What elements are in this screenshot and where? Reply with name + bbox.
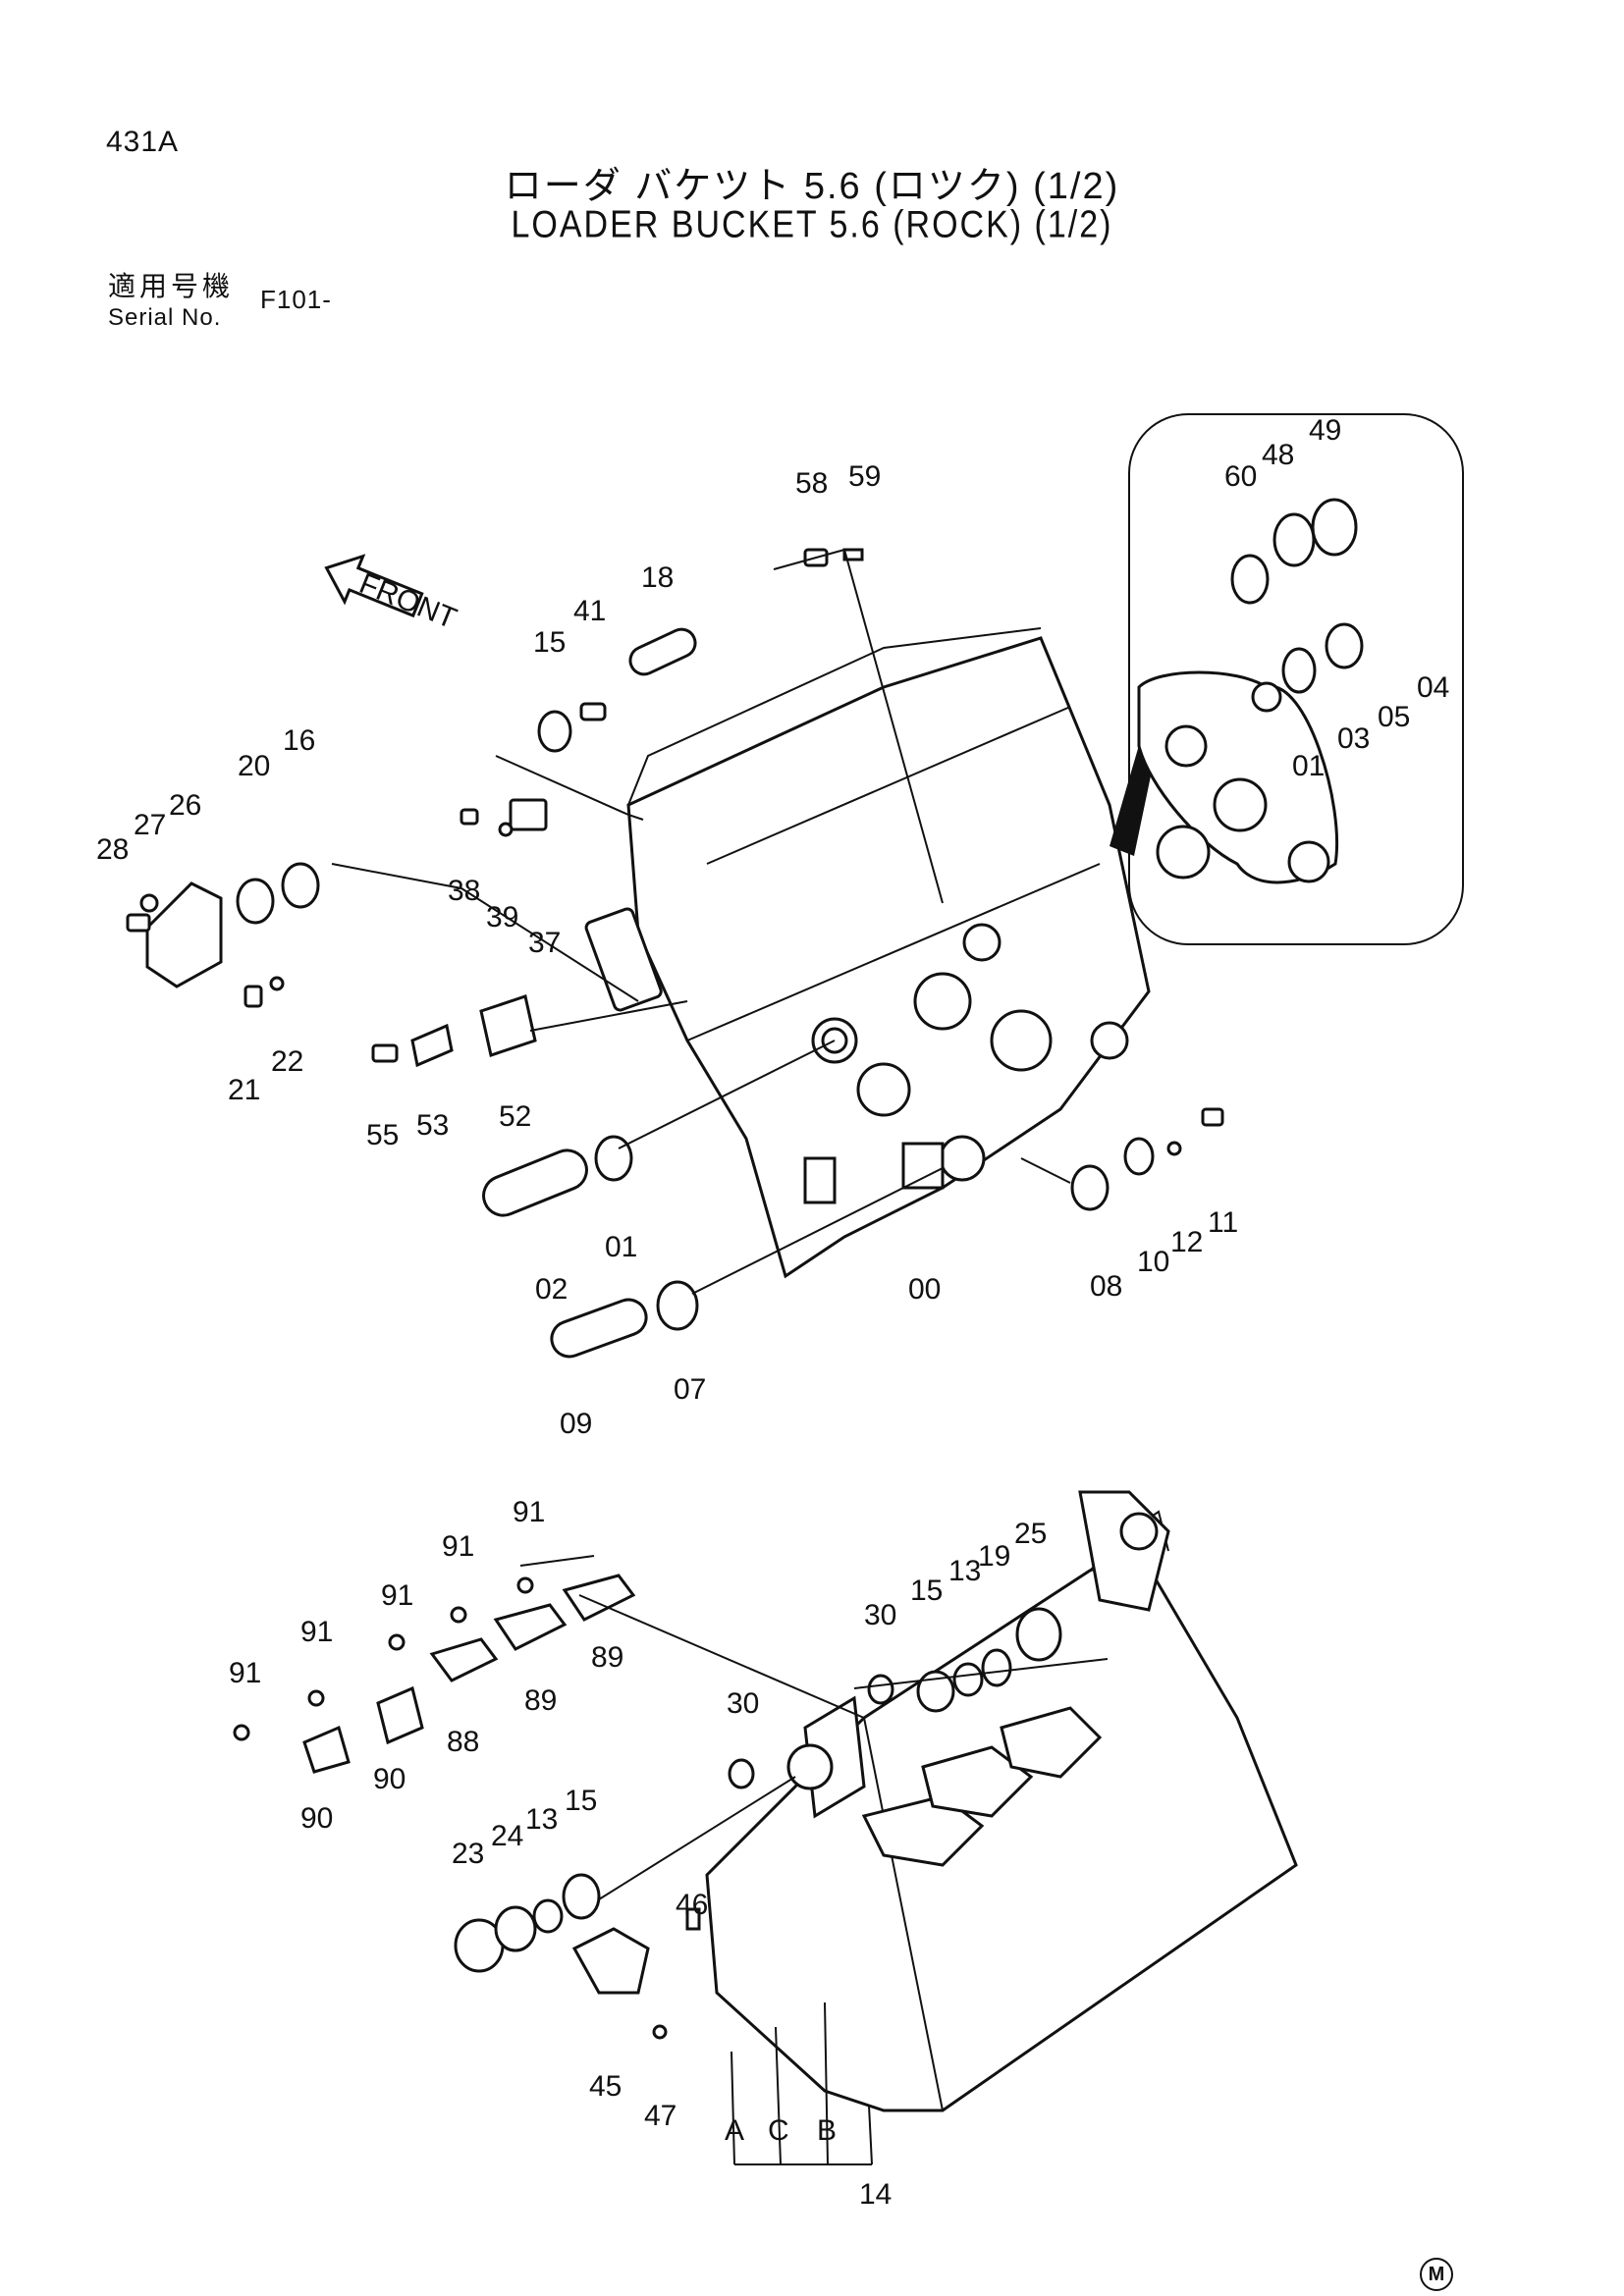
callout-label: 21 <box>228 1074 260 1106</box>
callout-label: 91 <box>513 1496 545 1528</box>
leader-lines <box>331 548 1109 2165</box>
callout-label: 91 <box>300 1616 333 1648</box>
callout-label: 26 <box>169 789 201 822</box>
bucket-frame-assembly <box>584 627 1151 1279</box>
callout-label: 28 <box>96 833 129 866</box>
callout-label: 19 <box>978 1540 1010 1573</box>
serial-label-english: Serial No. <box>108 304 222 331</box>
callout-label: 22 <box>271 1045 303 1078</box>
title-english: LOADER BUCKET 5.6 (ROCK) (1/2) <box>511 203 1113 246</box>
callout-label: B <box>817 2114 837 2147</box>
callout-label: 15 <box>910 1575 943 1607</box>
callout-label: 89 <box>524 1684 557 1717</box>
callout-label: 08 <box>1090 1270 1122 1303</box>
callout-label: 58 <box>795 467 828 500</box>
callout-label: 60 <box>1224 460 1257 493</box>
callout-label: 09 <box>560 1408 592 1440</box>
callout-label: 01 <box>605 1231 637 1263</box>
front-arrow-icon: FRONT <box>324 554 461 635</box>
callout-label: 11 <box>1208 1206 1238 1239</box>
callout-label: 39 <box>486 901 518 934</box>
serial-value: F101- <box>260 285 332 314</box>
callouts-lower: 91 91 91 91 91 89 89 88 90 90 30 30 15 1… <box>229 1496 1047 2211</box>
callout-label: 47 <box>644 2100 677 2132</box>
callout-label: A <box>725 2114 744 2147</box>
callout-label: 15 <box>533 626 566 659</box>
callout-label: 48 <box>1262 439 1294 471</box>
callout-label: 07 <box>674 1373 706 1406</box>
callout-label: 55 <box>366 1119 399 1151</box>
callout-label: 90 <box>373 1763 406 1795</box>
callout-label: 25 <box>1014 1518 1047 1550</box>
callout-label: 90 <box>300 1802 333 1835</box>
callout-label: 04 <box>1417 671 1449 704</box>
callout-label: 52 <box>499 1100 531 1133</box>
detail-inset-plate <box>1137 498 1364 884</box>
callout-label: 30 <box>864 1599 896 1631</box>
callout-label: 00 <box>908 1273 941 1306</box>
callout-label: 16 <box>283 724 315 757</box>
callout-label: 27 <box>134 809 166 841</box>
callout-label: 88 <box>447 1726 479 1758</box>
callout-label: 23 <box>452 1838 484 1870</box>
callouts-upper: 58 59 18 41 15 16 20 26 27 28 38 39 37 2… <box>96 460 1238 1440</box>
callout-label: 91 <box>442 1530 474 1563</box>
callout-label: 91 <box>229 1657 261 1689</box>
callout-label: 05 <box>1378 701 1410 733</box>
callout-label: 38 <box>448 875 480 907</box>
callout-label: 14 <box>859 2178 892 2211</box>
callout-label: 89 <box>591 1641 623 1674</box>
callout-label: 01 <box>1292 750 1325 782</box>
lower-small-parts <box>233 1574 1062 2040</box>
callout-label: 37 <box>528 927 561 959</box>
detail-inset-frame <box>1128 413 1464 945</box>
callout-label: 12 <box>1170 1226 1203 1258</box>
callout-label: 03 <box>1337 722 1370 755</box>
page-code: 431A <box>106 126 180 158</box>
callout-label: 20 <box>238 750 270 782</box>
callout-label: 46 <box>676 1889 708 1921</box>
callout-label: 15 <box>565 1785 597 1817</box>
callout-label: 10 <box>1137 1246 1169 1278</box>
callout-label: 13 <box>525 1803 558 1836</box>
callout-label: 13 <box>948 1555 981 1587</box>
callout-label: 53 <box>416 1109 449 1142</box>
callout-label: 18 <box>641 561 674 594</box>
callout-label: C <box>768 2114 789 2147</box>
bucket-body <box>705 1490 1298 2112</box>
upper-small-parts <box>126 548 1224 1359</box>
serial-label-japanese: 適用号機 <box>108 271 235 301</box>
footer-mark-icon: M <box>1420 2258 1453 2291</box>
callouts-inset: 49 48 60 04 05 03 01 <box>1224 414 1449 782</box>
callout-label: 30 <box>727 1687 759 1720</box>
callout-label: 02 <box>535 1273 568 1306</box>
front-label: FRONT <box>354 567 460 635</box>
callout-label: 49 <box>1309 414 1341 447</box>
callout-label: 24 <box>491 1820 523 1852</box>
callout-label: 91 <box>381 1579 413 1612</box>
callout-label: 45 <box>589 2070 622 2103</box>
callout-label: 59 <box>848 460 881 493</box>
callout-label: 41 <box>573 595 606 627</box>
title-japanese: ローダ バケツト 5.6 (ロツク) (1/2) <box>504 166 1120 207</box>
